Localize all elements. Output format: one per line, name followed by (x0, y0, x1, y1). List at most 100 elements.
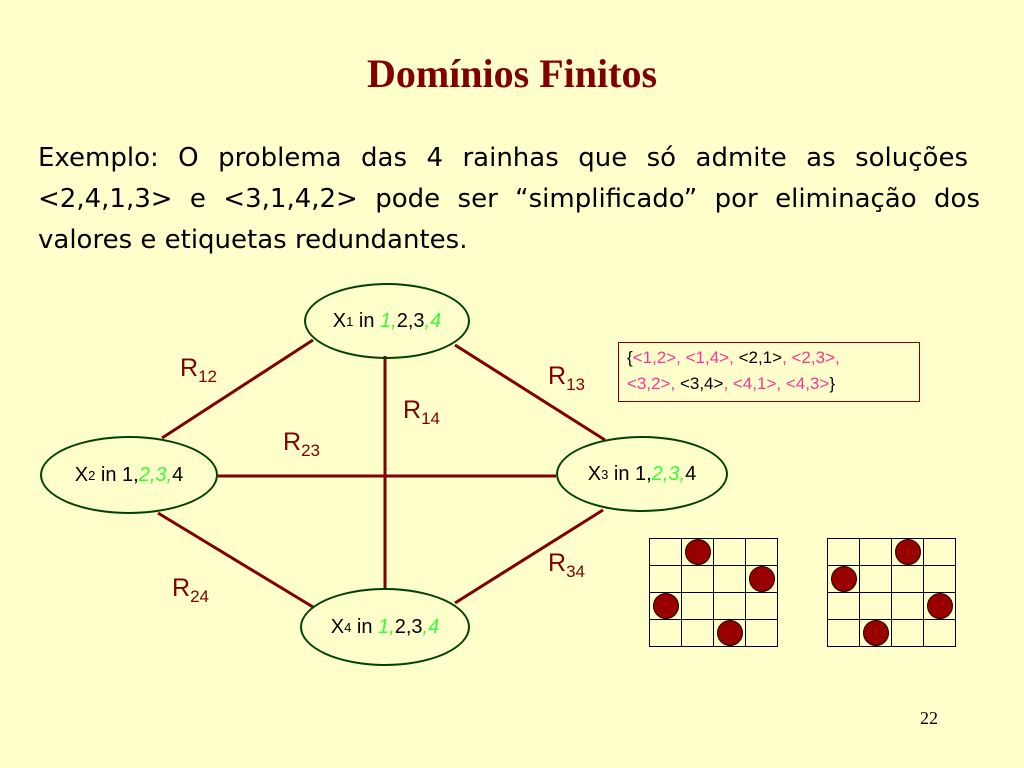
label-r34-r: R (548, 549, 567, 577)
board-cell (745, 592, 778, 620)
board-cell (859, 592, 892, 620)
page-number: 22 (920, 708, 938, 728)
board-cell (923, 538, 956, 566)
board-row (649, 538, 778, 566)
label-r12-r: R (180, 354, 199, 382)
queen-marker (684, 539, 711, 565)
node-x1-val-1: 2,3 (396, 309, 425, 332)
board-cell (827, 619, 860, 647)
board-cell (649, 619, 682, 647)
label-r13-sub: 13 (566, 375, 585, 394)
board-cell (827, 565, 860, 593)
board-row (827, 592, 956, 620)
board-row (649, 565, 778, 593)
node-x1-val-2: ,4 (424, 309, 442, 332)
constraint-set-box: {<1,2>, <1,4>, <2,1>, <2,3>, <3,2>, <3,4… (618, 342, 920, 402)
edge-r34 (454, 508, 604, 605)
board-cell (859, 538, 892, 566)
board-row (649, 619, 778, 647)
node-x2-val-0: 1, (122, 463, 139, 486)
board-cell (649, 565, 682, 593)
node-x4-var: X (330, 615, 345, 638)
constraint-close-brace: } (829, 374, 835, 393)
board-cell (891, 592, 924, 620)
label-r24-sub: 24 (190, 587, 209, 606)
node-x2-sub: 2 (88, 467, 96, 483)
board-cell (891, 565, 924, 593)
label-r34-sub: 34 (566, 562, 585, 581)
label-r24-r: R (172, 574, 191, 602)
label-r24: R24 (172, 574, 209, 607)
board-cell (649, 592, 682, 620)
board-cell (681, 565, 714, 593)
node-x3-var: X (587, 462, 602, 485)
node-x1-kw: in (358, 309, 375, 332)
node-x4-sub: 4 (344, 619, 352, 635)
board-cell (745, 619, 778, 647)
node-x3-val-2: 4 (685, 462, 697, 485)
node-x4-kw: in (356, 615, 373, 638)
constraint-pair-group: <1,2>, <1,4>, (632, 348, 739, 367)
board-row (827, 538, 956, 566)
node-x1-var: X (332, 309, 347, 332)
board-cell (923, 565, 956, 593)
label-r34: R34 (548, 549, 585, 582)
queen-marker (716, 620, 743, 646)
board-cell (923, 592, 956, 620)
label-r14-r: R (403, 396, 422, 424)
node-x3-val-1: 2,3, (651, 462, 686, 485)
board-solution-2413 (649, 538, 778, 647)
constraint-open-brace: { (627, 348, 633, 367)
label-r23-r: R (283, 428, 302, 456)
queen-marker (652, 593, 679, 619)
node-x4-val-2: ,4 (422, 615, 440, 638)
edge-r24 (157, 511, 314, 609)
node-x1-sub: 1 (346, 313, 354, 329)
constraint-pair-group: , <4,1>, <4,3> (723, 374, 830, 393)
board-row (827, 619, 956, 647)
queen-marker (862, 620, 889, 646)
node-x2-var: X (74, 463, 89, 486)
example-paragraph: Exemplo: O problema das 4 rainhas que só… (38, 138, 980, 261)
board-cell (827, 538, 860, 566)
board-row (827, 565, 956, 593)
queen-marker (748, 566, 775, 592)
constraint-pair-kept: <3,4> (679, 374, 724, 393)
board-row (649, 592, 778, 620)
node-x3-kw: in (613, 462, 630, 485)
node-x2-kw: in (100, 463, 117, 486)
label-r12: R12 (180, 354, 217, 387)
node-x2-val-1: 2,3, (138, 463, 173, 486)
board-solution-3142 (827, 538, 956, 647)
constraint-pair-group: , <2,3>, (782, 348, 840, 367)
board-cell (745, 538, 778, 566)
edge-r12 (161, 338, 314, 440)
node-x4-val-0: 1, (378, 615, 395, 638)
board-cell (745, 565, 778, 593)
label-r14-sub: 14 (421, 409, 440, 428)
label-r13-r: R (548, 362, 567, 390)
constraint-line-2: <3,2>, <3,4>, <4,1>, <4,3>} (627, 371, 919, 397)
example-lead: Exemplo: O problema das 4 rainhas que só… (38, 143, 968, 173)
label-r13: R13 (548, 362, 585, 395)
slide-title: Domínios Finitos (366, 51, 658, 96)
node-x2-val-2: 4 (172, 463, 184, 486)
board-cell (681, 538, 714, 566)
node-x4-val-1: 2,3 (394, 615, 423, 638)
queen-marker (926, 593, 953, 619)
board-cell (859, 565, 892, 593)
board-cell (649, 538, 682, 566)
board-cell (827, 592, 860, 620)
label-r23-sub: 23 (301, 441, 320, 460)
board-cell (859, 619, 892, 647)
board-cell (713, 592, 746, 620)
board-cell (891, 538, 924, 566)
label-r14: R14 (403, 396, 440, 429)
board-cell (713, 619, 746, 647)
node-x1-val-0: 1, (380, 309, 397, 332)
board-cell (713, 565, 746, 593)
